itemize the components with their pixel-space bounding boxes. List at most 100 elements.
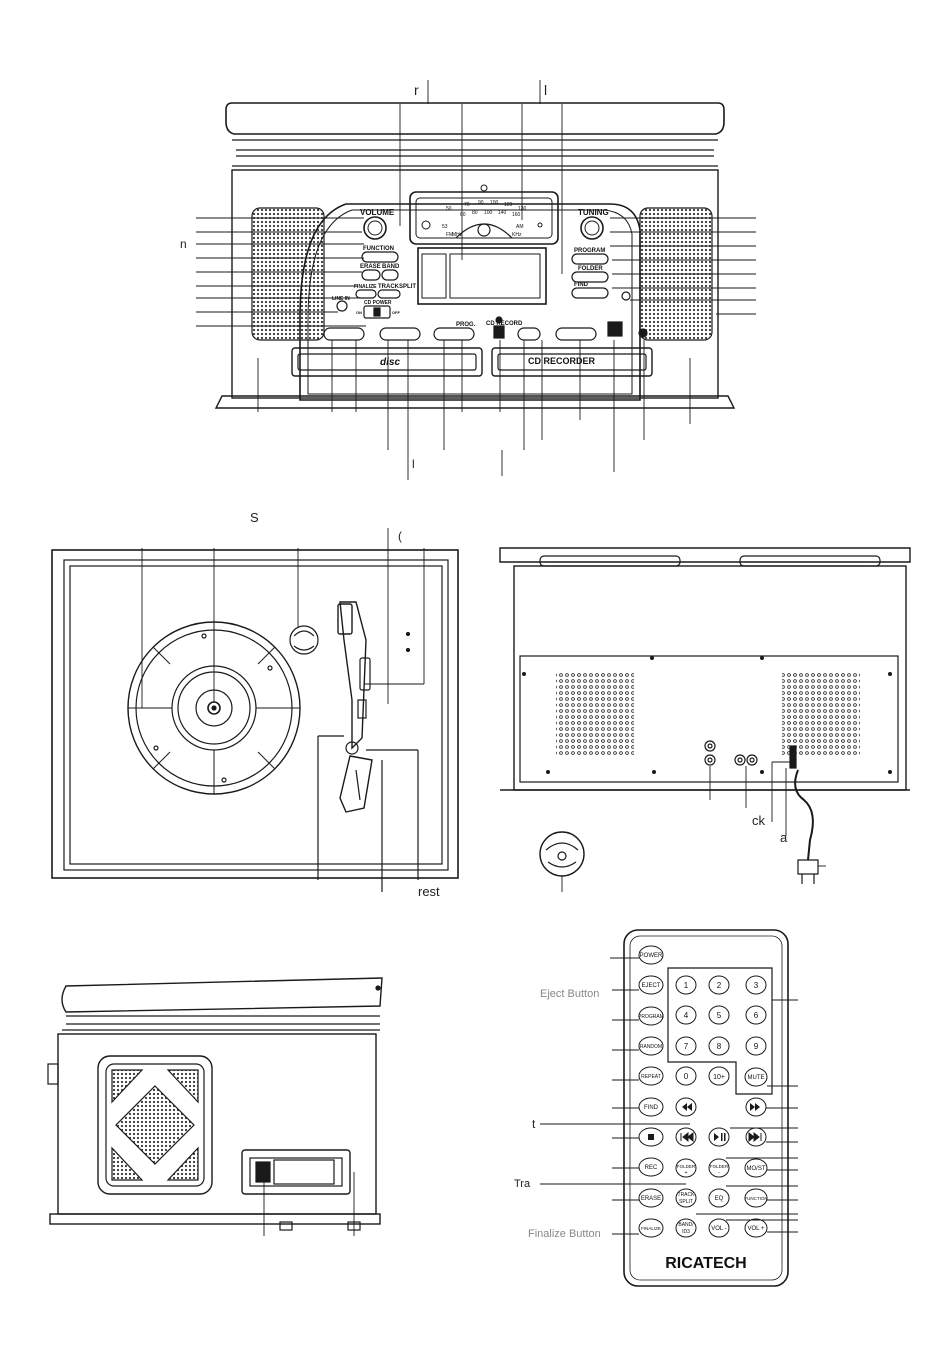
line-out-jack-l[interactable] xyxy=(734,754,746,766)
remote-finalize-button[interactable]: FINALIZE xyxy=(638,1218,664,1238)
tonearm[interactable] xyxy=(339,601,367,750)
svg-text:8: 8 xyxy=(717,1042,722,1051)
remote-folder-plus-button[interactable]: FOLDER+ xyxy=(675,1158,697,1178)
remote-vol-plus-button[interactable]: VOL + xyxy=(744,1218,768,1238)
remote-erase-button[interactable]: ERASE xyxy=(638,1188,664,1208)
band-label: BAND xyxy=(382,264,400,270)
recorder-prev-button[interactable] xyxy=(517,327,541,341)
cd-power-switch[interactable] xyxy=(363,305,391,319)
remote-play-pause-button[interactable] xyxy=(708,1127,730,1147)
remote-next-button[interactable] xyxy=(745,1127,767,1147)
line-out-jack-r[interactable] xyxy=(746,754,758,766)
remote-num-8[interactable]: 8 xyxy=(708,1036,730,1056)
cartridge xyxy=(339,755,373,813)
svg-text:100: 100 xyxy=(490,200,499,206)
callout-eject-button: Eject Button xyxy=(540,988,600,1000)
recorder-play-pause-button[interactable] xyxy=(607,321,623,337)
remote-repeat-button[interactable]: REPEAT xyxy=(638,1066,664,1086)
remote-num-1[interactable]: 1 xyxy=(675,975,697,995)
front-view xyxy=(196,80,756,480)
callout-finalize-button: Finalize Button xyxy=(528,1228,601,1240)
remote-track-split-button[interactable]: TRACKSPLIT xyxy=(675,1188,697,1208)
remote-num-7[interactable]: 7 xyxy=(675,1036,697,1056)
remote-program-button[interactable]: PROGRAM xyxy=(638,1006,664,1026)
folder-button[interactable] xyxy=(571,271,609,283)
program-button[interactable] xyxy=(571,253,609,265)
front-base xyxy=(214,395,736,409)
svg-text:POWER: POWER xyxy=(640,953,663,959)
remote-rec-button[interactable]: REC xyxy=(638,1157,664,1177)
svg-text:7: 7 xyxy=(684,1042,689,1051)
svg-text:60: 60 xyxy=(460,212,466,218)
remote-mo-st-button[interactable]: MO/ST xyxy=(744,1158,768,1178)
control-panel-outline xyxy=(299,203,641,401)
left-speaker-grille xyxy=(251,207,325,341)
recorder-next-stop-buttons[interactable] xyxy=(555,327,597,341)
cd-recorder-tray[interactable] xyxy=(491,347,653,377)
cd-record-button[interactable] xyxy=(493,325,505,339)
band-button[interactable] xyxy=(381,269,399,281)
find-button[interactable] xyxy=(571,287,609,299)
erase-button[interactable] xyxy=(361,269,381,281)
remote-prev-button[interactable] xyxy=(675,1127,697,1147)
remote-num-2[interactable]: 2 xyxy=(708,975,730,995)
svg-text:VOL +: VOL + xyxy=(748,1226,765,1232)
svg-text:-: - xyxy=(718,1170,720,1176)
cassette-slot[interactable] xyxy=(241,1149,351,1195)
remote-fastforward-button[interactable] xyxy=(745,1097,767,1117)
folder-label: FOLDER xyxy=(578,266,603,272)
callout-top-r: r xyxy=(414,82,419,98)
svg-text:KHz: KHz xyxy=(512,232,522,238)
remote-num-9[interactable]: 9 xyxy=(745,1036,767,1056)
function-label: FUNCTION xyxy=(363,246,394,252)
stop-prev-buttons[interactable] xyxy=(379,327,421,341)
svg-text:AM: AM xyxy=(516,224,524,230)
tuning-knob[interactable] xyxy=(580,216,604,240)
svg-text:140: 140 xyxy=(498,210,507,216)
remote-folder-minus-button[interactable]: FOLDER- xyxy=(708,1158,730,1178)
remote-num-6[interactable]: 6 xyxy=(745,1005,767,1025)
rear-vent-right xyxy=(782,672,860,756)
tracksplit-label: TRACKSPLIT xyxy=(378,284,416,290)
svg-text:EJECT: EJECT xyxy=(641,983,660,989)
remote-power-button[interactable]: POWER xyxy=(638,945,664,965)
remote-mute-button[interactable]: MUTE xyxy=(744,1067,768,1087)
callout-top-l: l xyxy=(544,82,548,98)
function-button[interactable] xyxy=(361,251,399,263)
power-button[interactable] xyxy=(638,328,648,338)
remote-vol-minus-button[interactable]: VOL - xyxy=(708,1218,730,1238)
svg-text:EQ: EQ xyxy=(715,1196,724,1202)
power-cord xyxy=(794,769,814,861)
callout-remote-t: t xyxy=(532,1117,536,1131)
remote-function-button[interactable]: FUNCTION xyxy=(744,1188,768,1208)
remote-num-4[interactable]: 4 xyxy=(675,1005,697,1025)
cd-player-tray[interactable] xyxy=(291,347,483,377)
tracksplit-button[interactable] xyxy=(377,289,401,299)
line-in-jack[interactable] xyxy=(336,300,348,312)
remote-eject-button[interactable]: EJECT xyxy=(638,975,664,995)
tuning-label: TUNING xyxy=(578,208,609,217)
remote-random-button[interactable]: RANDOM xyxy=(638,1036,664,1056)
remote-eq-button[interactable]: EQ xyxy=(708,1188,730,1208)
svg-text:FUNCTION: FUNCTION xyxy=(744,1196,767,1201)
remote-num-10plus[interactable]: 10+ xyxy=(708,1066,730,1086)
rear-lid xyxy=(499,547,911,563)
remote-num-3[interactable]: 3 xyxy=(745,975,767,995)
callout-turntable-s: S xyxy=(250,510,259,525)
next-prog-buttons[interactable] xyxy=(433,327,475,341)
remote-find-button[interactable]: FIND xyxy=(638,1097,664,1117)
cd-transport-buttons-left[interactable] xyxy=(323,327,365,341)
remote-band-id3-button[interactable]: BAND/ID3 xyxy=(675,1218,697,1238)
remote-rewind-button[interactable] xyxy=(675,1097,697,1117)
remote-num-5[interactable]: 5 xyxy=(708,1005,730,1025)
line-in-label: LINE IN xyxy=(332,296,350,302)
aux-in-jack[interactable] xyxy=(704,740,716,752)
svg-text:VOL -: VOL - xyxy=(711,1226,726,1232)
remote-stop-button[interactable] xyxy=(638,1127,664,1147)
headphone-jack[interactable] xyxy=(621,291,631,301)
svg-text:REC: REC xyxy=(645,1165,658,1171)
remote-num-0[interactable]: 0 xyxy=(675,1066,697,1086)
volume-knob[interactable] xyxy=(363,216,387,240)
finalize-button[interactable] xyxy=(355,289,377,299)
dial-scale-mid: 53 60 80 100 140 160 AM FM KHz MHz xyxy=(442,210,524,238)
